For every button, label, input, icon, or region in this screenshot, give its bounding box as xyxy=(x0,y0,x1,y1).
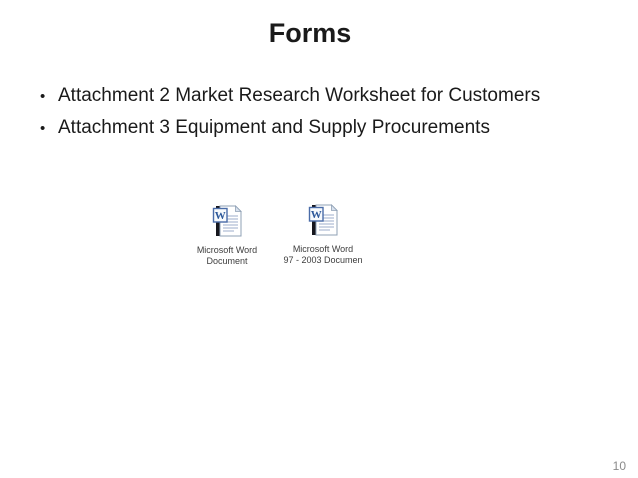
bullet-icon: • xyxy=(40,88,46,105)
embedded-object-label-line: Microsoft Word xyxy=(196,245,258,255)
embedded-object-label: Microsoft Word 97 - 2003 Documen xyxy=(276,244,370,266)
bullet-text: Attachment 3 Equipment and Supply Procur… xyxy=(58,117,490,138)
page-number: 10 xyxy=(612,459,626,473)
bullet-item: • Attachment 2 Market Research Worksheet… xyxy=(40,80,600,112)
bullet-icon: • xyxy=(40,120,46,137)
bullet-list: • Attachment 2 Market Research Worksheet… xyxy=(40,80,600,144)
svg-text:W: W xyxy=(214,210,225,222)
embedded-word-97-2003-document-object[interactable]: W Microsoft Word 97 - 2003 Documen xyxy=(276,203,370,266)
embedded-word-document-object[interactable]: W Microsoft Word Document xyxy=(180,204,274,267)
svg-text:W: W xyxy=(310,209,321,221)
embedded-object-label-line: 97 - 2003 Documen xyxy=(283,255,363,265)
slide-title: Forms xyxy=(268,18,352,48)
word-97-2003-document-icon: W xyxy=(308,204,338,236)
embedded-object-label-line: Document xyxy=(206,256,248,266)
embedded-object-label-line: Microsoft Word xyxy=(292,244,354,254)
word-document-icon: W xyxy=(212,205,242,237)
bullet-text: Attachment 2 Market Research Worksheet f… xyxy=(58,85,541,106)
bullet-item: • Attachment 3 Equipment and Supply Proc… xyxy=(40,112,600,144)
embedded-object-label: Microsoft Word Document xyxy=(180,245,274,267)
